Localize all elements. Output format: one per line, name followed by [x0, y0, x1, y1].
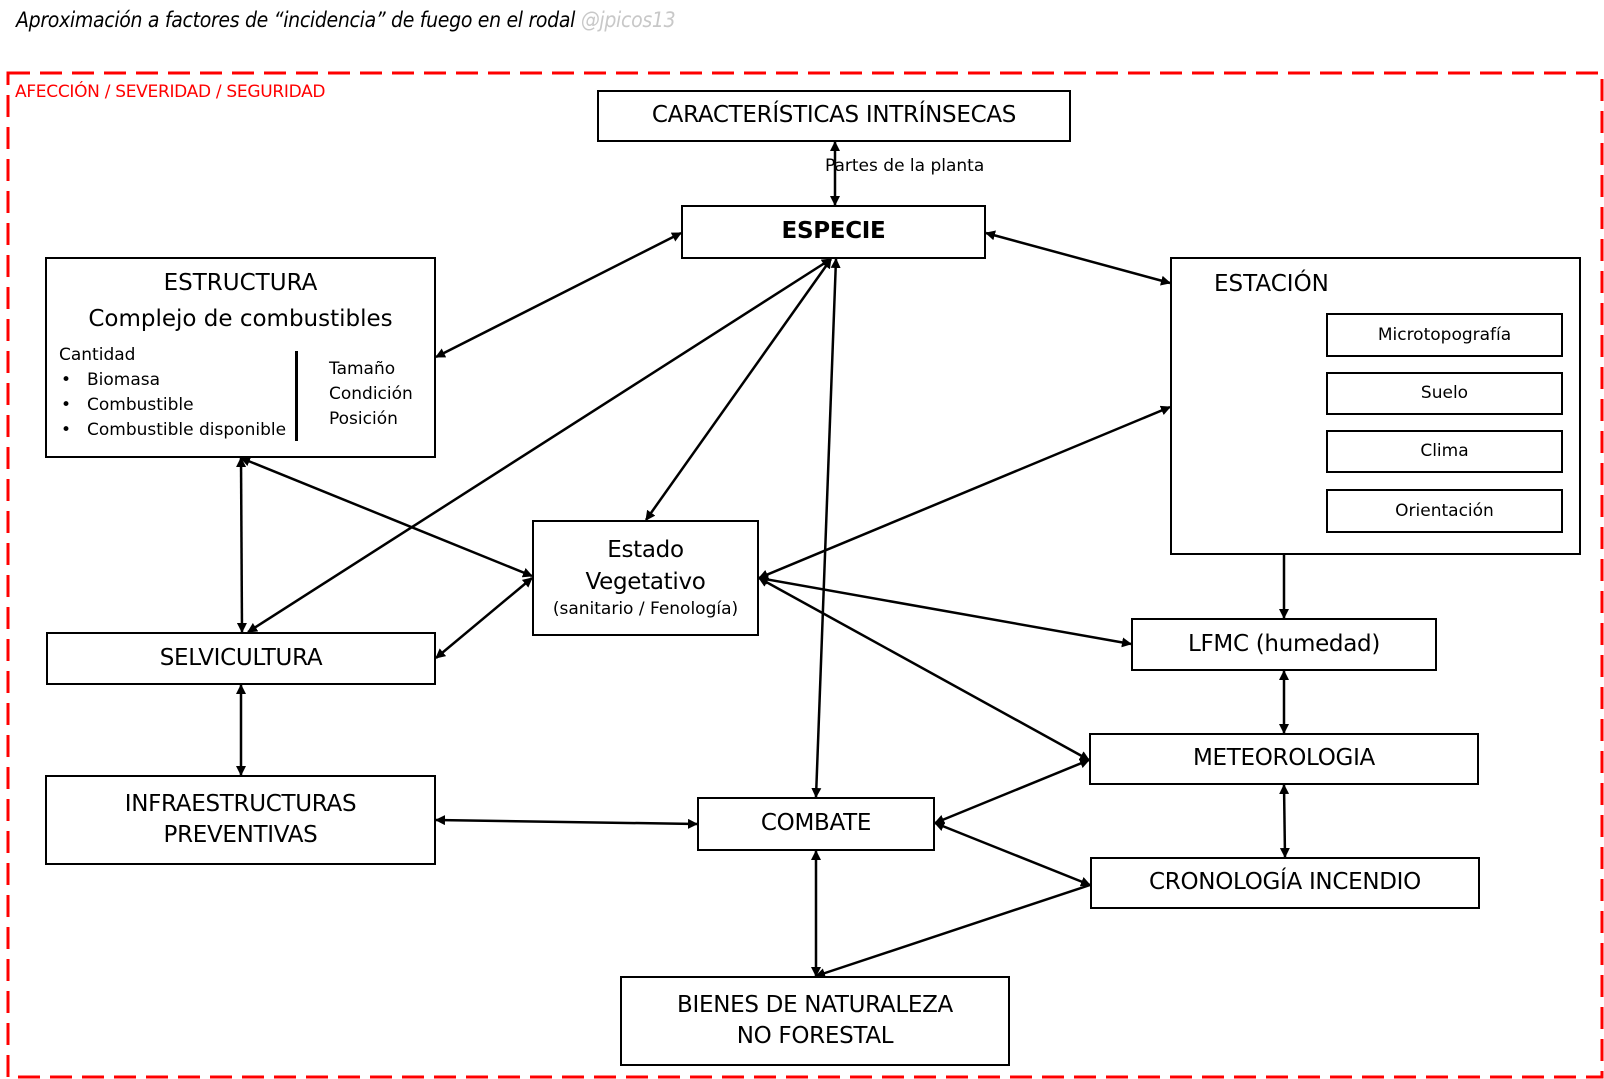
node-estado-vegetativo: Estado Vegetativo (sanitario / Fenología…	[532, 520, 759, 636]
node-clima: Clima	[1326, 430, 1563, 473]
edge-estructura-selvicultura	[236, 457, 247, 633]
node-label: METEOROLOGIA	[1193, 745, 1375, 772]
edge-combate-cronologia	[934, 821, 1091, 887]
node-label: LFMC (humedad)	[1187, 630, 1380, 657]
attribute-item: Tamaño	[329, 359, 396, 379]
edge-especie-estacion	[985, 230, 1171, 286]
node-label-line1: INFRAESTRUCTURAS	[124, 790, 357, 817]
edge-estado_vegetativo-lfmc	[758, 574, 1132, 648]
node-label-line2: NO FORESTAL	[736, 1023, 894, 1049]
node-label: Suelo	[1420, 383, 1469, 404]
node-especie: ESPECIE	[681, 205, 986, 259]
node-combate: COMBATE	[697, 797, 935, 851]
node-orientacion: Orientación	[1326, 489, 1563, 533]
quantity-item: Combustible	[59, 393, 286, 418]
node-subtitle: Complejo de combustibles	[88, 306, 393, 332]
diagram-title: Aproximación a factores de “incidencia” …	[16, 8, 676, 32]
edge-infraestructuras-combate	[435, 815, 698, 829]
edge-especie-combate	[811, 258, 841, 798]
edge-especie-estructura	[435, 231, 682, 359]
node-label: COMBATE	[760, 810, 872, 837]
node-estructura: ESTRUCTURA Complejo de combustibles Cant…	[45, 257, 436, 458]
edges-layer	[236, 141, 1327, 978]
edge-meteorologia-combate	[934, 758, 1090, 825]
edge-estado_vegetativo-meteorologia	[758, 576, 1090, 762]
node-label-line1: BIENES DE NATURALEZA	[677, 991, 953, 1018]
node-meteorologia: METEOROLOGIA	[1089, 733, 1479, 785]
node-label: ESPECIE	[781, 218, 886, 245]
quantity-item: Biomasa	[59, 368, 286, 393]
edge-estructura-estado_vegetativo	[240, 456, 533, 578]
node-label-line3: (sanitario / Fenología)	[552, 599, 739, 620]
node-caracteristicas-intrinsecas: CARACTERÍSTICAS INTRÍNSECAS	[597, 90, 1071, 142]
edge-label-partes-de-la-planta: Partes de la planta	[825, 156, 985, 176]
node-label: CRONOLOGÍA INCENDIO	[1149, 869, 1421, 896]
region-label: AFECCIÓN / SEVERIDAD / SEGURIDAD	[15, 82, 326, 102]
column-divider	[295, 351, 298, 441]
edge-selvicultura-estado_vegetativo	[435, 577, 533, 659]
node-infraestructuras-preventivas: INFRAESTRUCTURAS PREVENTIVAS	[45, 775, 436, 865]
node-label-line1: Estado	[607, 536, 684, 563]
node-label: Orientación	[1395, 500, 1494, 521]
node-lfmc: LFMC (humedad)	[1131, 618, 1437, 671]
attribute-item: Condición	[329, 384, 413, 404]
node-label: SELVICULTURA	[159, 644, 323, 671]
estructura-details: Cantidad Biomasa Combustible Combustible…	[59, 343, 424, 450]
author-handle: @jpicos13	[580, 8, 676, 32]
edge-meteorologia-cronologia	[1279, 784, 1290, 858]
node-label: ESTACIÓN	[1214, 271, 1329, 297]
node-suelo: Suelo	[1326, 372, 1563, 415]
node-selvicultura: SELVICULTURA	[46, 632, 436, 685]
node-label: Clima	[1420, 441, 1469, 462]
node-label: Microtopografía	[1377, 324, 1512, 345]
attribute-list: Tamaño Condición Posición	[329, 357, 413, 432]
node-label-line2: Vegetativo	[585, 569, 706, 596]
edge-estacion-estado_vegetativo	[758, 405, 1171, 580]
edge-especie-estado_vegetativo	[644, 258, 833, 521]
quantity-label: Cantidad	[59, 345, 136, 365]
node-label: CARACTERÍSTICAS INTRÍNSECAS	[651, 102, 1017, 129]
quantity-item: Combustible disponible	[59, 418, 286, 443]
node-cronologia-incendio: CRONOLOGÍA INCENDIO	[1090, 857, 1480, 909]
title-text: Aproximación a factores de “incidencia” …	[16, 8, 576, 32]
node-label-line2: PREVENTIVAS	[163, 822, 318, 848]
node-title: ESTRUCTURA	[163, 270, 318, 296]
attribute-item: Posición	[329, 409, 398, 429]
quantity-list: Cantidad Biomasa Combustible Combustible…	[59, 343, 286, 443]
node-microtopografia: Microtopografía	[1326, 313, 1563, 357]
edge-cronologia-bienes	[815, 883, 1091, 978]
node-bienes-naturaleza-no-forestal: BIENES DE NATURALEZA NO FORESTAL	[620, 976, 1010, 1066]
region-border	[6, 71, 1604, 1079]
